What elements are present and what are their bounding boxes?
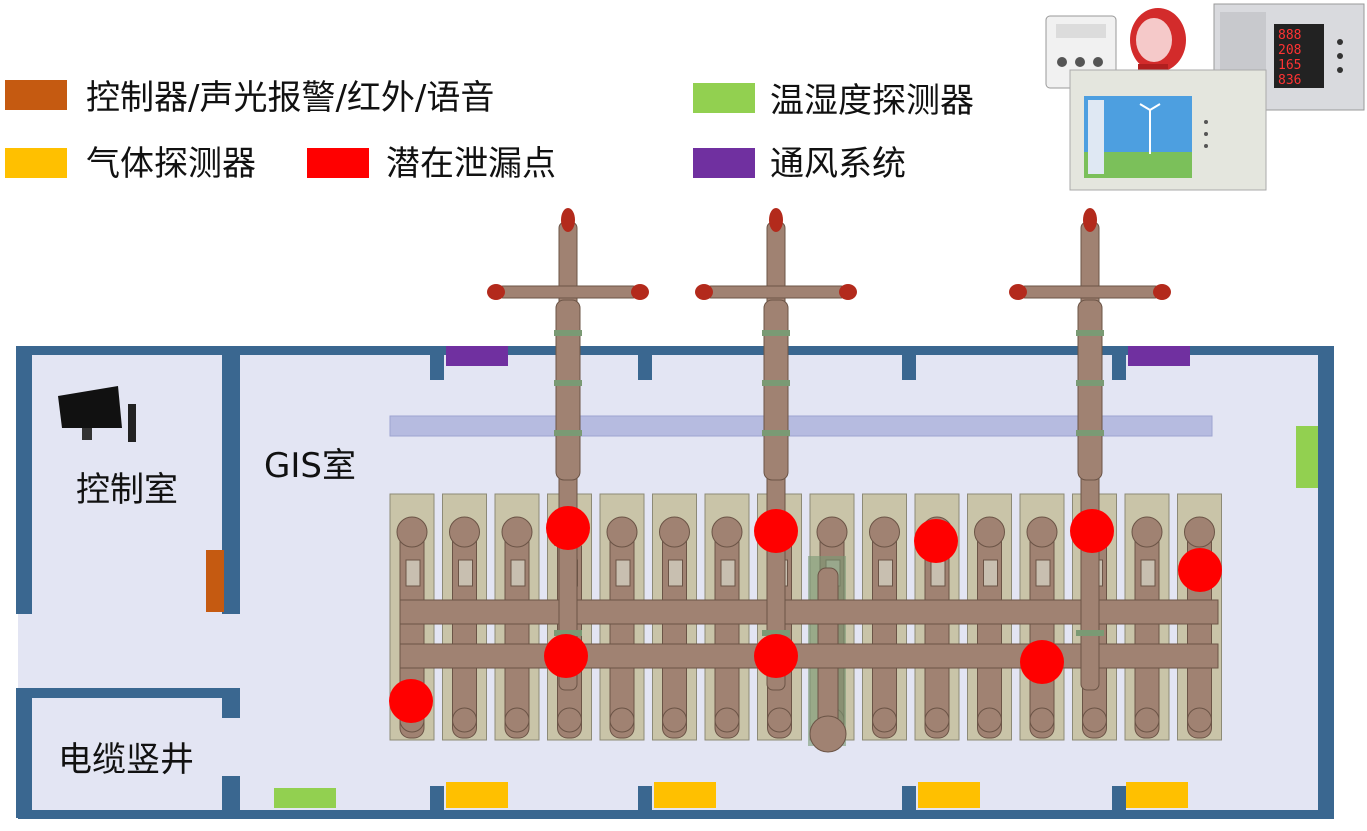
temp-humidity-bottom [274,788,336,808]
cable-shaft-label: 电缆竖井 [58,740,194,780]
bushings [487,208,1171,691]
legend-swatch-temp-humidity [693,83,755,113]
legend-swatch-leak [307,148,369,178]
legend-swatch-gas [5,148,67,178]
device-photos: 888 208 165 836 [1045,3,1365,191]
legend-swatch-ventilation [693,148,755,178]
legend-label-ventilation: 通风系统 [770,144,906,184]
bushing [695,208,857,691]
svg-text:208: 208 [1278,43,1301,58]
gas-detector-1 [446,782,508,808]
leak-point [1020,640,1064,684]
leak-point [1178,548,1222,592]
svg-text:836: 836 [1278,73,1301,88]
axial-fan-icon [1130,8,1186,74]
bushing [1009,208,1171,691]
monitor-icon [58,386,136,442]
gis-room-label: GIS室 [264,446,356,486]
touchscreen-controller-icon [1069,69,1267,191]
gas-detector-2 [654,782,716,808]
temp-humidity-right [1296,426,1318,488]
svg-text:165: 165 [1278,58,1301,73]
leak-point [546,506,590,550]
leak-point [754,509,798,553]
bushing [487,208,649,691]
leak-point [544,634,588,678]
svg-text:888: 888 [1278,28,1301,43]
busbar [389,415,1213,437]
gas-detector-3 [918,782,980,808]
leak-point [914,519,958,563]
leak-point [389,679,433,723]
leak-point [754,634,798,678]
vent-1 [446,346,508,366]
controller-alarm-unit [206,550,224,612]
legend-label-controller: 控制器/声光报警/红外/语音 [86,78,495,118]
legend-label-leak: 潜在泄漏点 [386,144,556,184]
legend-label-temp-humidity: 温湿度探测器 [770,81,974,121]
legend-swatch-controller [5,80,67,110]
walls [16,346,1334,819]
control-room-label: 控制室 [76,470,178,510]
gas-detector-4 [1126,782,1188,808]
leak-points [389,506,1222,723]
vent-2 [1128,346,1190,366]
legend-label-gas: 气体探测器 [86,144,256,184]
leak-point [1070,509,1114,553]
